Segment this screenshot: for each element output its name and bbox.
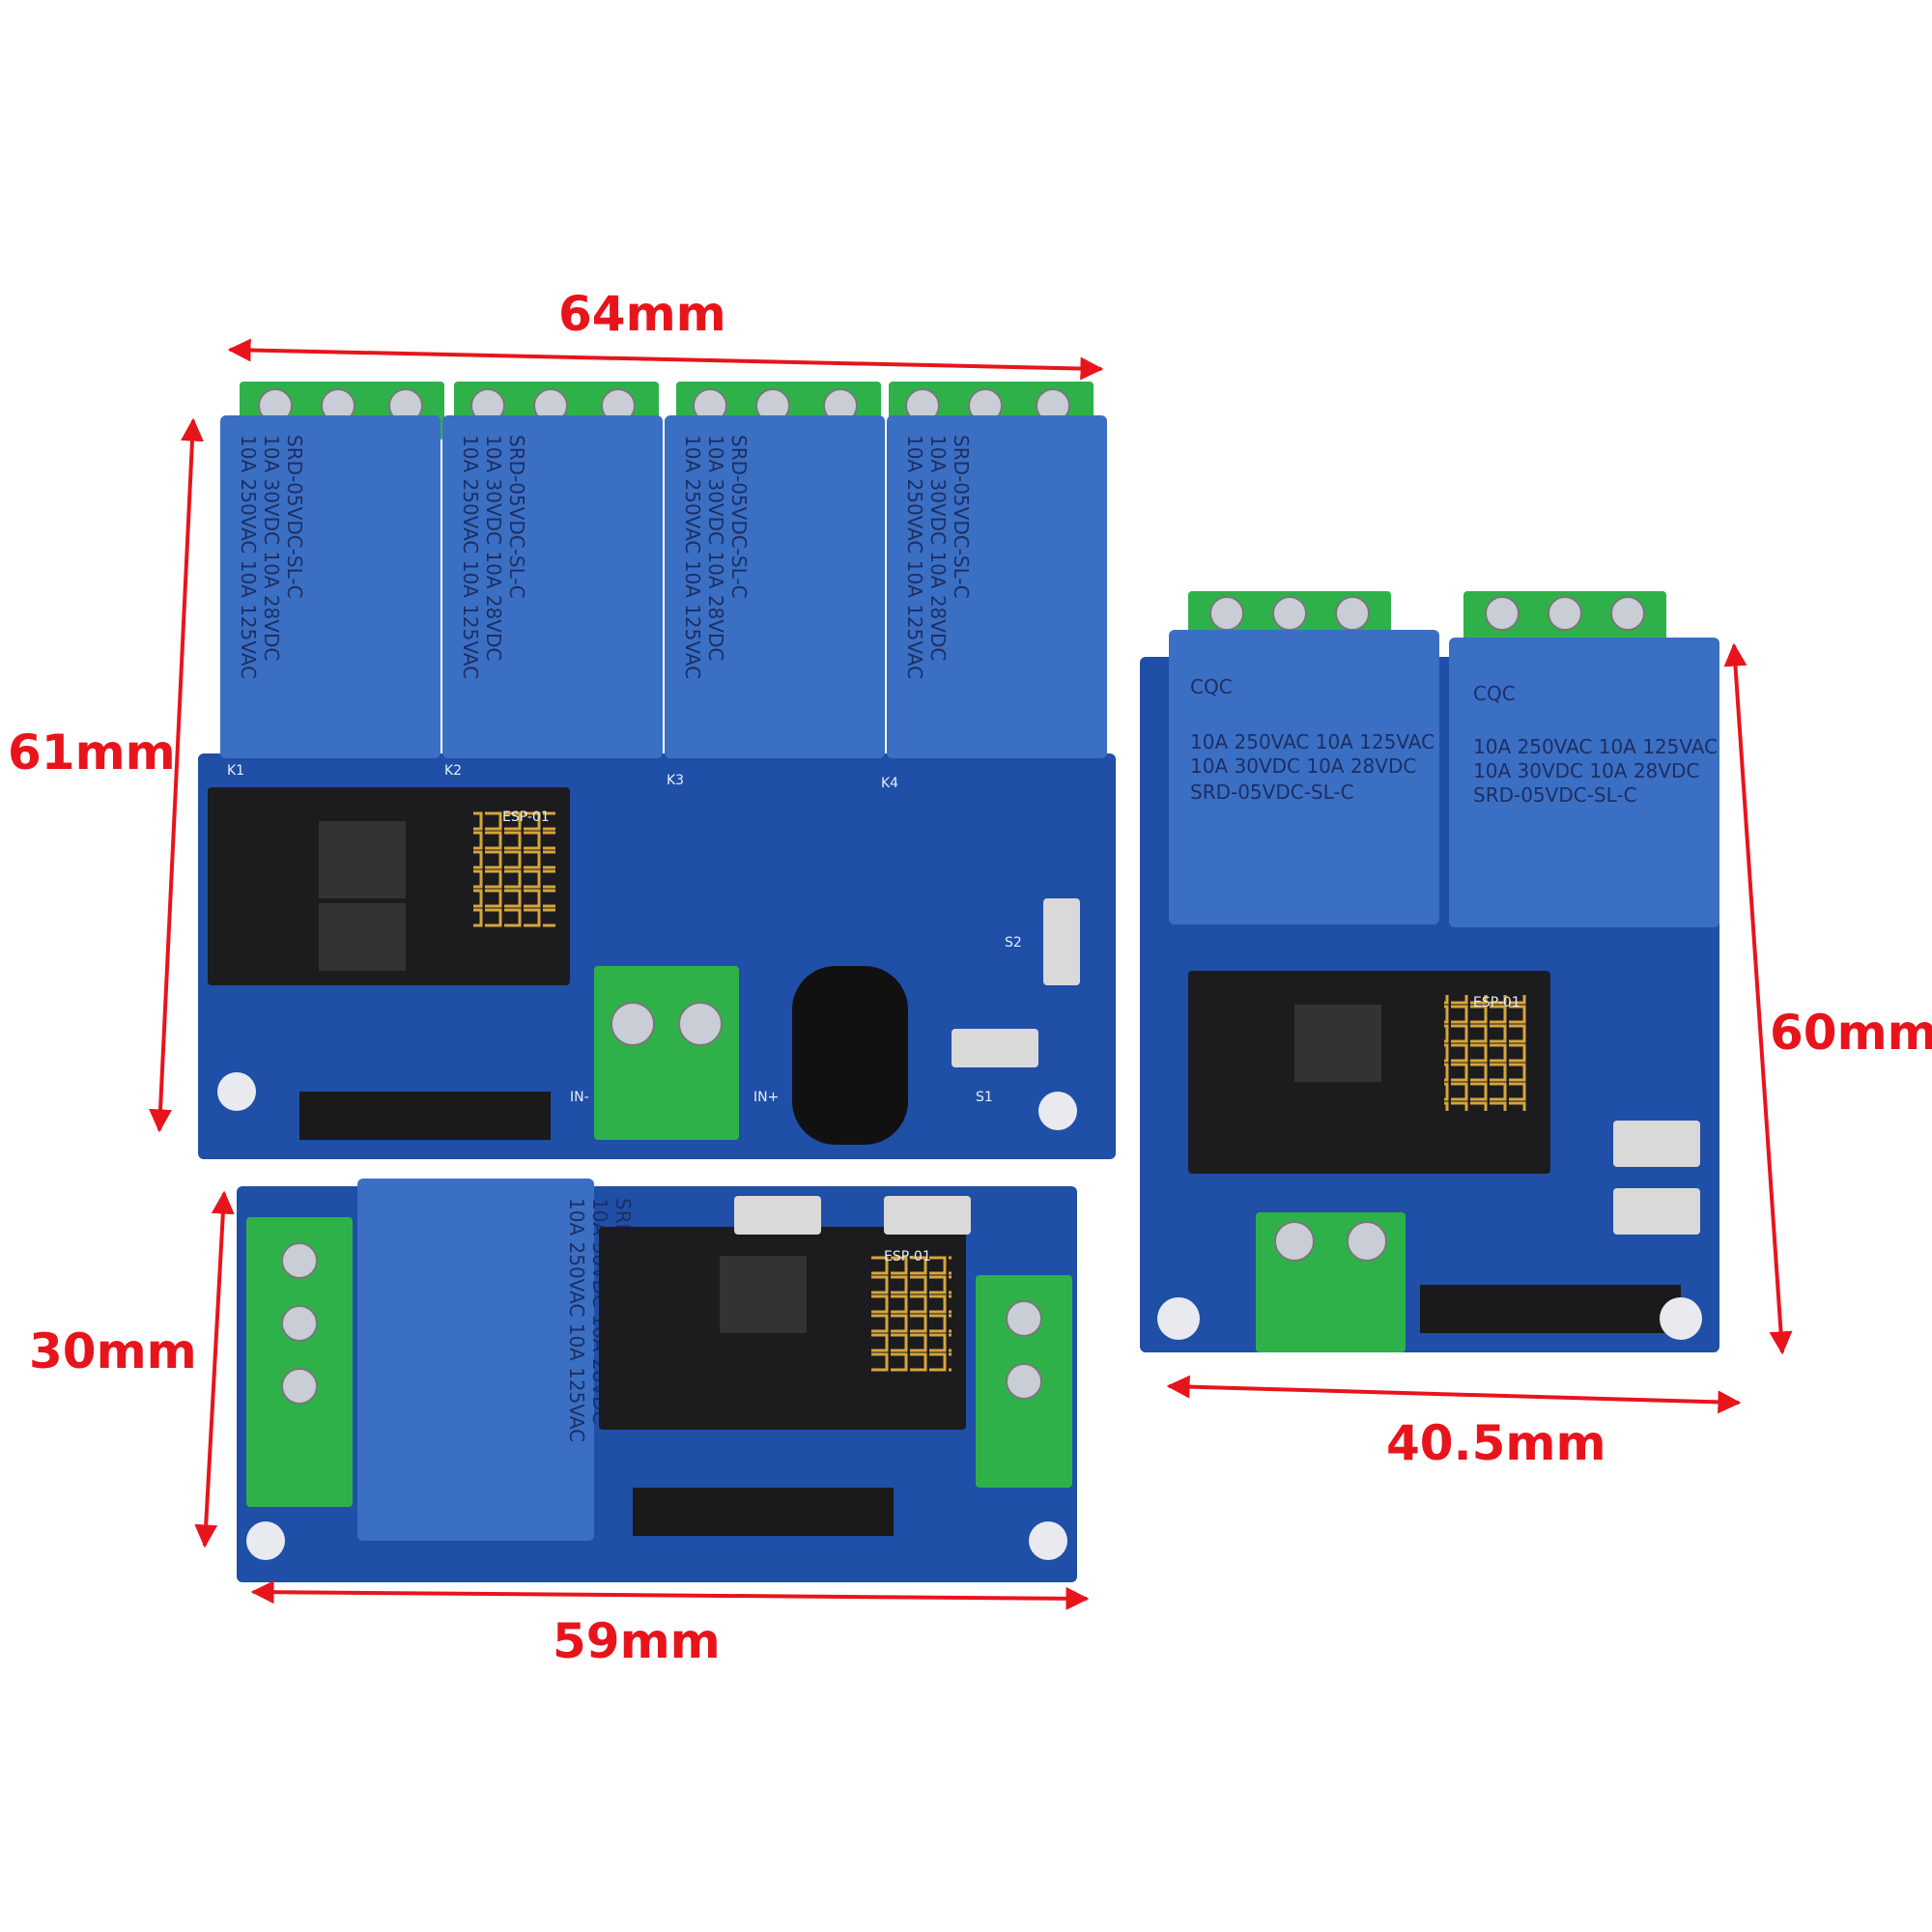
silk-k2: K2: [444, 763, 462, 779]
mount-hole: [217, 1072, 256, 1111]
svg-text:SRD-05VDC-SL-C: SRD-05VDC-SL-C: [950, 435, 973, 599]
button-s1: [1613, 1188, 1700, 1235]
screw: [1347, 1221, 1387, 1262]
silk-k1: K1: [227, 763, 244, 779]
button: [884, 1196, 971, 1235]
svg-text:SRD-05VDC-SL-C: SRD-05VDC-SL-C: [727, 435, 751, 599]
mount-hole: [1157, 1297, 1200, 1340]
svg-text:CQC: CQC: [1473, 682, 1516, 705]
relay-2a: CQC 10A 250VAC 10A 125VAC 10A 30VDC 10A …: [1169, 630, 1439, 924]
svg-text:SRD-05VDC-SL-C: SRD-05VDC-SL-C: [283, 435, 306, 599]
svg-text:SRD-05VDC-SL-C: SRD-05VDC-SL-C: [1473, 783, 1637, 807]
dim-30mm: 30mm: [29, 1323, 197, 1379]
relay-2b: CQC 10A 250VAC 10A 125VAC 10A 30VDC 10A …: [1449, 638, 1719, 927]
mount-hole: [1660, 1297, 1702, 1340]
arrow-61mm: [149, 417, 204, 1133]
svg-text:10A 30VDC 10A 28VDC: 10A 30VDC 10A 28VDC: [1473, 759, 1699, 782]
svg-text:10A 250VAC 10A 125VAC: 10A 250VAC 10A 125VAC: [565, 1198, 588, 1442]
pin-header: [633, 1488, 894, 1536]
mount-hole: [1029, 1521, 1067, 1560]
dim-40-5mm: 40.5mm: [1386, 1415, 1606, 1471]
button-s2: [1613, 1121, 1700, 1167]
dim-59mm: 59mm: [553, 1613, 721, 1669]
mount-hole: [1038, 1092, 1077, 1130]
button-s2: [1043, 898, 1080, 985]
esp01-module: ESP-01: [208, 787, 570, 985]
svg-text:ESP-01: ESP-01: [1473, 995, 1520, 1010]
svg-text:10A 30VDC 10A 28VDC: 10A 30VDC 10A 28VDC: [926, 435, 950, 661]
silk-s2: S2: [1005, 935, 1022, 951]
arrow-40-5mm: [1166, 1375, 1742, 1414]
svg-text:10A 250VAC 10A 125VAC: 10A 250VAC 10A 125VAC: [459, 435, 482, 679]
dim-60mm: 60mm: [1770, 1005, 1932, 1061]
arrow-60mm: [1723, 642, 1793, 1355]
one-relay-board: 10A 250VAC 10A 125VAC 10A 30VDC 10A 28VD…: [237, 1179, 1077, 1582]
pin-header: [1420, 1285, 1681, 1333]
relay-1: 10A 250VAC 10A 125VAC 10A 30VDC 10A 28VD…: [357, 1179, 635, 1541]
mount-hole: [246, 1521, 285, 1560]
svg-text:10A 250VAC 10A 125VAC: 10A 250VAC 10A 125VAC: [1190, 730, 1435, 753]
relay-k2: 10A 250VAC 10A 125VAC 10A 30VDC 10A 28VD…: [442, 415, 663, 758]
dim-61mm: 61mm: [8, 724, 176, 781]
screw: [1006, 1363, 1042, 1400]
relay-terminal: [246, 1217, 353, 1507]
dim-64mm: 64mm: [558, 286, 726, 342]
two-relay-board: CQC 10A 250VAC 10A 125VAC 10A 30VDC 10A …: [1140, 591, 1719, 1352]
capacitor: [792, 966, 908, 1145]
arrow-64mm: [227, 338, 1104, 381]
svg-text:10A 30VDC 10A 28VDC: 10A 30VDC 10A 28VDC: [260, 435, 283, 661]
svg-text:ESP-01: ESP-01: [884, 1249, 931, 1264]
four-relay-board: 10A 250VAC 10A 125VAC 10A 30VDC 10A 28VD…: [198, 382, 1116, 1159]
relay-k1: 10A 250VAC 10A 125VAC 10A 30VDC 10A 28VD…: [220, 415, 440, 758]
svg-text:10A 30VDC 10A 28VDC: 10A 30VDC 10A 28VDC: [1190, 754, 1416, 778]
silk-s1: S1: [976, 1090, 993, 1105]
button-s1: [952, 1029, 1038, 1067]
dimension-arrows: [149, 338, 1793, 1610]
screw: [678, 1002, 723, 1046]
silk-in-plus: IN+: [753, 1090, 779, 1105]
svg-text:10A 30VDC 10A 28VDC: 10A 30VDC 10A 28VDC: [704, 435, 727, 661]
button: [734, 1196, 821, 1235]
esp01-module: ESP-01: [1188, 971, 1550, 1174]
svg-text:10A 250VAC 10A 125VAC: 10A 250VAC 10A 125VAC: [237, 435, 260, 679]
screw: [1274, 1221, 1315, 1262]
pin-header: [299, 1092, 551, 1140]
arrow-30mm: [194, 1190, 235, 1548]
svg-text:SRD-05VDC-SL-C: SRD-05VDC-SL-C: [1190, 781, 1354, 804]
svg-text:10A 250VAC 10A 125VAC: 10A 250VAC 10A 125VAC: [903, 435, 926, 679]
esp01-module: ESP-01: [599, 1227, 966, 1430]
screw: [1006, 1300, 1042, 1337]
relay-k4: 10A 250VAC 10A 125VAC 10A 30VDC 10A 28VD…: [887, 415, 1107, 758]
svg-text:10A 30VDC 10A 28VDC: 10A 30VDC 10A 28VDC: [482, 435, 505, 661]
silk-in-minus: IN-: [570, 1090, 589, 1105]
svg-text:10A 250VAC 10A 125VAC: 10A 250VAC 10A 125VAC: [1473, 735, 1718, 758]
screw: [611, 1002, 655, 1046]
svg-text:10A 250VAC 10A 125VAC: 10A 250VAC 10A 125VAC: [681, 435, 704, 679]
svg-text:SRD-05VDC-SL-C: SRD-05VDC-SL-C: [505, 435, 528, 599]
silk-k4: K4: [881, 776, 898, 791]
svg-text:ESP-01: ESP-01: [502, 810, 550, 825]
power-terminal: [594, 966, 739, 1140]
relay-k3: 10A 250VAC 10A 125VAC 10A 30VDC 10A 28VD…: [665, 415, 885, 758]
silk-k3: K3: [667, 773, 684, 788]
svg-text:CQC: CQC: [1190, 675, 1233, 698]
arrow-59mm: [250, 1580, 1090, 1610]
